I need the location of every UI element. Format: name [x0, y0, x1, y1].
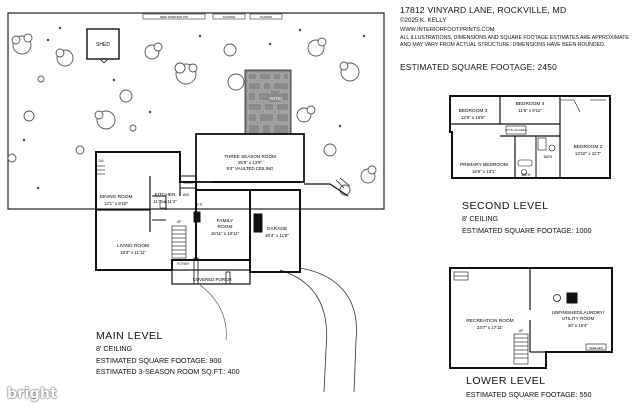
room-text: 12'9" x 10'6" — [461, 115, 486, 120]
utility-room-label: UNFINISHED/LAUNDRY/ — [552, 310, 605, 315]
disclaimer: ALL ILLUSTRATIONS, DIMENSIONS AND SQUARE… — [400, 35, 629, 48]
copyright: ©2025 K. KELLY — [400, 17, 447, 24]
trees — [7, 33, 377, 196]
room-text: FOYER — [177, 262, 189, 266]
main-level-ceiling: 8' CEILING — [96, 344, 133, 353]
living-room-label: LIVING ROOM — [117, 243, 149, 249]
second-level-title: SECOND LEVEL — [462, 200, 549, 212]
room-text: 20' x 15'4" — [568, 323, 589, 328]
main-level-caption: MAIN LEVEL 8' CEILING ESTIMATED SQUARE F… — [96, 330, 240, 376]
recreation-room-label: RECREATION ROOM — [466, 318, 513, 324]
three-season-room: THREE SEASON ROOM 25'9" x 13'9" 9'4" VAU… — [195, 133, 305, 183]
room-text: UP — [177, 220, 182, 224]
total-square-footage: ESTIMATED SQUARE FOOTAGE: 2450 — [400, 62, 557, 72]
bedroom-2-label: BEDROOM 2 — [574, 144, 603, 150]
bedroom-4-label: BEDROOM 4 — [516, 101, 545, 107]
main-house — [95, 151, 197, 271]
room-text: 18'3" x 11'11" — [120, 250, 146, 255]
property-address: 17812 VINYARD LANE, ROCKVILLE, MD — [400, 5, 567, 15]
kitchen-label: KITCHEN — [154, 192, 176, 198]
three-season-sqft: ESTIMATED 3-SEASON ROOM SQ.FT.: 400 — [96, 367, 240, 376]
room-text: SHELVES — [589, 346, 603, 350]
covered-porch-label: COVERED PORCH — [193, 277, 232, 282]
room-text: CLOS — [183, 181, 193, 185]
planter-box — [142, 13, 206, 20]
shed-label: SHED — [96, 42, 110, 48]
fence-label: PLANTER — [260, 15, 272, 19]
room-text: THREE SEASON ROOM — [224, 154, 276, 159]
walkway — [199, 284, 227, 341]
room-text: ROOM — [218, 224, 233, 230]
fence-label: DEEP DOWN BAR TOP — [160, 15, 188, 19]
room-text: DN — [99, 159, 104, 163]
planter-box — [249, 13, 283, 20]
room-text: 12'1" x 9'10" — [104, 201, 129, 206]
room-text: 11'7" x 11'4" — [153, 199, 177, 204]
planter-box — [212, 13, 246, 20]
room-text: BATH — [522, 173, 531, 177]
website: WWW.INTERIORFOOTPRINTS.COM — [400, 27, 495, 33]
room-text: W/D — [183, 193, 190, 197]
room-text: 25'9" x 13'9" — [238, 160, 263, 165]
patio: PATIO — [244, 69, 292, 138]
family-room-label: FAMILY — [217, 218, 235, 224]
dining-room-label: DINING ROOM — [99, 194, 132, 200]
room-text: 15'9" x 13'1" — [472, 169, 497, 174]
room-text: UTILITY ROOM — [562, 316, 595, 321]
second-level-plan — [449, 95, 611, 179]
patio-label: PATIO — [270, 96, 283, 101]
lower-level-sqft: ESTIMATED SQUARE FOOTAGE: 550 — [466, 390, 592, 399]
room-text: 9'4" VAULTED CEILING — [227, 166, 274, 171]
shed: SHED — [86, 28, 120, 64]
lower-level-plan — [449, 267, 613, 369]
driveway — [279, 267, 357, 393]
room-text: 23'7" x 17'11" — [477, 325, 504, 330]
bedroom-3-label: BEDROOM 3 — [459, 108, 488, 114]
lower-level-title: LOWER LEVEL — [466, 375, 546, 387]
garage-label: GARAGE — [267, 226, 288, 232]
room-text: 20'4" x 11'8" — [265, 233, 289, 238]
second-level-caption: SECOND LEVEL 8' CEILING ESTIMATED SQUARE… — [462, 200, 592, 235]
lower-level-caption: LOWER LEVEL ESTIMATED SQUARE FOOTAGE: 55… — [466, 375, 592, 399]
room-text: UP — [519, 329, 524, 333]
main-level-sqft: ESTIMATED SQUARE FOOTAGE: 900 — [96, 356, 222, 365]
room-text: 16'11" x 10'11" — [211, 231, 240, 236]
room-text: 11'6" x 9'11" — [518, 108, 542, 113]
bright-logo-watermark: bright — [7, 386, 58, 402]
main-level-title: MAIN LEVEL — [96, 330, 163, 342]
second-level-ceiling: 8' CEILING — [462, 214, 499, 223]
room-text: 13'10" x 11'7" — [575, 151, 602, 156]
room-text: BATH — [544, 155, 553, 159]
room-text: ATTIC ACCESS — [505, 128, 526, 132]
fence-label: PLANTER — [223, 15, 235, 19]
room-text: F.P. — [197, 203, 203, 207]
primary-bedroom-label: PRIMARY BEDROOM — [460, 162, 508, 168]
second-level-sqft: ESTIMATED SQUARE FOOTAGE: 1000 — [462, 226, 592, 235]
covered-porch — [171, 269, 251, 285]
